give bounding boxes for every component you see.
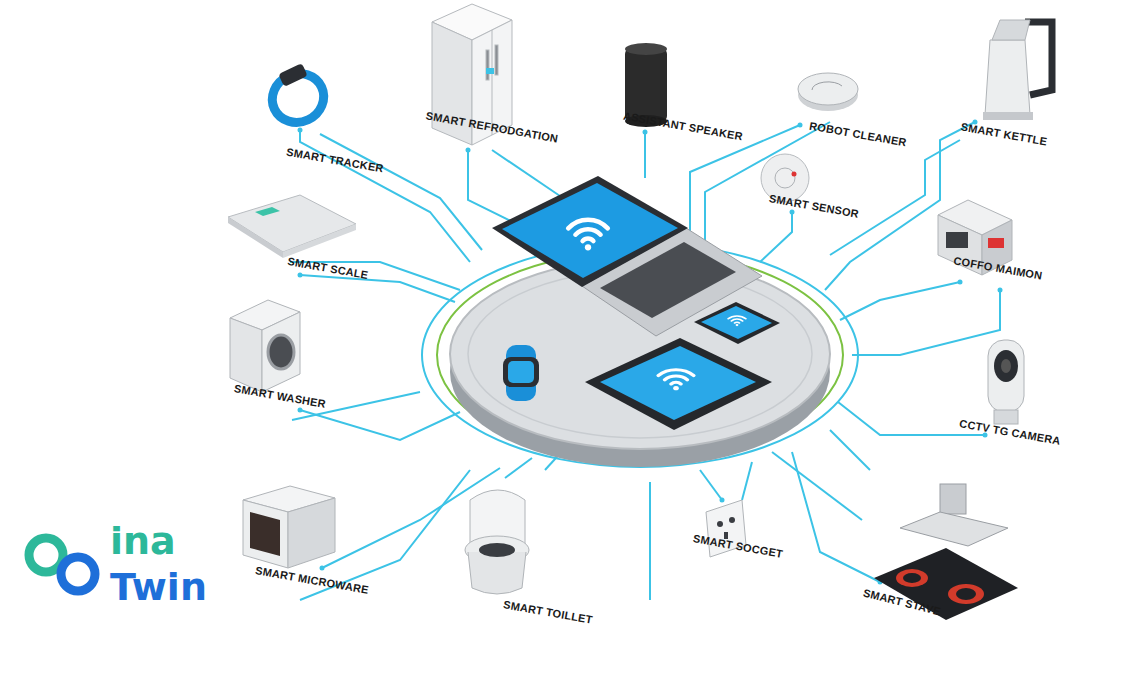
washer xyxy=(230,300,300,392)
device-label: SMART STAVE xyxy=(862,587,942,618)
logo-icon xyxy=(29,538,95,591)
cctv-camera xyxy=(988,340,1024,424)
toilet xyxy=(465,490,529,594)
device-label: SMART WASHER xyxy=(233,382,327,410)
device-label: COFFO MAIMON xyxy=(953,254,1044,281)
microwave xyxy=(243,486,335,568)
device-label: CCTV TG CAMERA xyxy=(959,417,1062,447)
device-label: SMART TOILLET xyxy=(502,598,593,626)
smart-scale xyxy=(228,195,356,258)
device-label: SMART MICROWARE xyxy=(254,564,369,596)
device-label: SMART KETTLE xyxy=(960,121,1048,148)
logo-text: ina xyxy=(110,522,176,560)
logo-text: Twin xyxy=(110,568,207,606)
wire-dots xyxy=(298,120,1003,585)
device-label: SMART SENSOR xyxy=(768,192,860,220)
robot-cleaner xyxy=(798,73,858,111)
phone xyxy=(694,302,780,344)
device-label: ASSISTANT SPEAKER xyxy=(622,110,743,143)
device-label: SMART TRACKER xyxy=(285,146,384,175)
tablet xyxy=(585,338,772,430)
tracker-band xyxy=(264,63,331,131)
watch xyxy=(503,345,539,401)
device-label: SMART REFRODGATION xyxy=(425,109,559,144)
device-label: SMART SCALE xyxy=(287,255,369,281)
device-label: ROBOT CLEANER xyxy=(808,120,907,149)
kettle xyxy=(983,20,1052,120)
wires xyxy=(290,122,1000,600)
hub-platform xyxy=(422,243,858,467)
device-label: SMART SOCGET xyxy=(692,532,784,560)
